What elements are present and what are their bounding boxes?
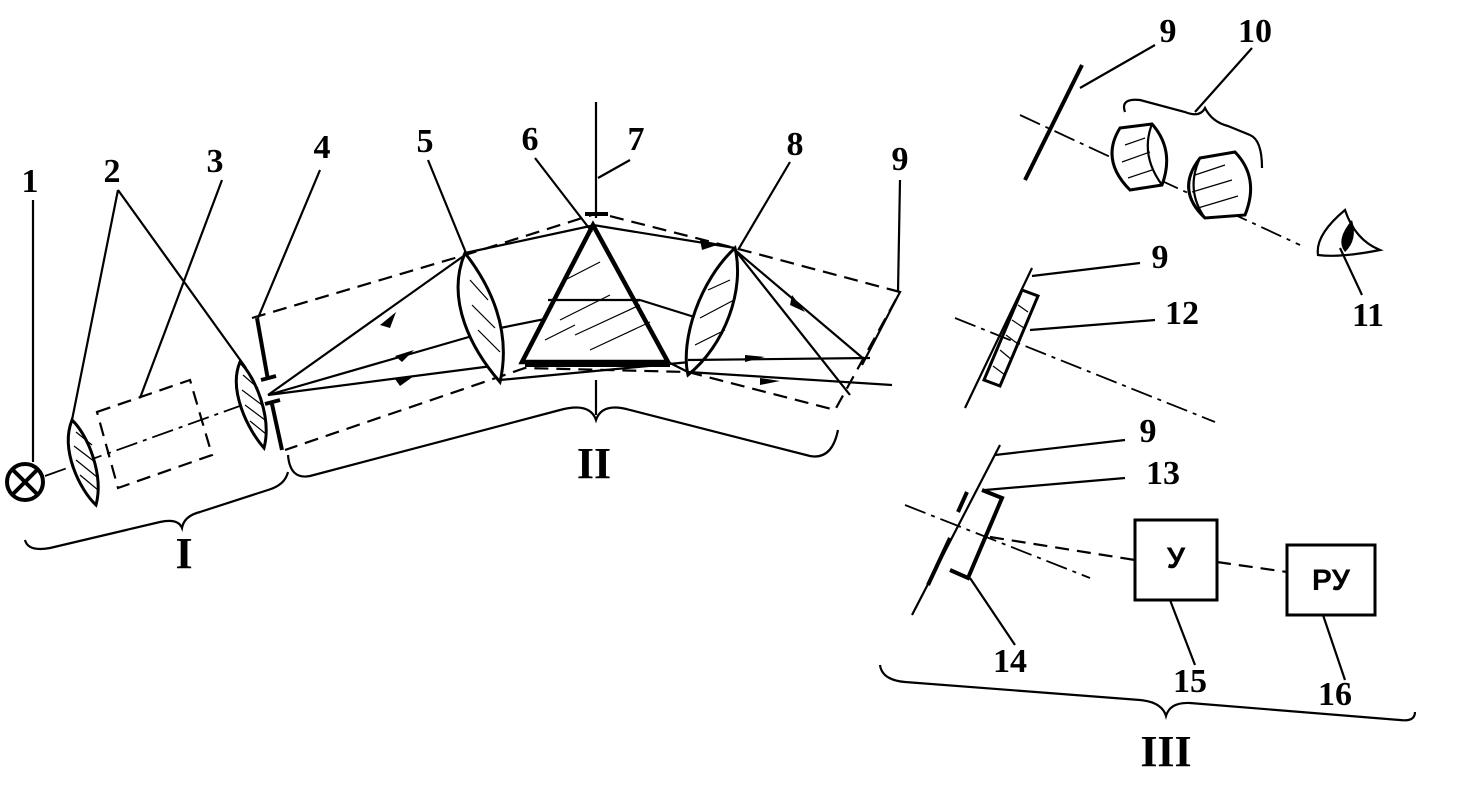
dispersing-prism [518, 220, 672, 365]
label-5: 5 [417, 123, 434, 160]
label-13: 13 [1146, 455, 1180, 492]
light-source-icon [5, 462, 45, 502]
optical-axis-electric [904, 504, 1091, 579]
input-rays [267, 254, 501, 397]
label-1: 1 [22, 163, 39, 200]
output-rays [687, 249, 893, 396]
exit-slit-electric [911, 444, 1001, 616]
amplifier-label: У [1167, 542, 1186, 575]
label-9-electric: 9 [1140, 413, 1157, 450]
group-label-1: I [175, 529, 192, 578]
label-4: 4 [314, 129, 331, 166]
label-12: 12 [1165, 295, 1199, 332]
amplifier-block: У [1133, 518, 1219, 602]
slit-jaw-bottom [926, 537, 952, 586]
slit-jaw-top [956, 491, 969, 513]
label-9-visual: 9 [1160, 13, 1177, 50]
label-9-photo: 9 [1152, 239, 1169, 276]
filter-box [95, 378, 214, 490]
recorder-block: РУ [1285, 543, 1377, 617]
entrance-slit [255, 317, 284, 451]
label-14: 14 [993, 643, 1027, 680]
group-label-2: II [577, 439, 611, 488]
signal-line-1 [989, 535, 1136, 562]
group-brace-3 [878, 664, 1417, 722]
label-8: 8 [787, 126, 804, 163]
condenser-lens-1 [66, 417, 100, 508]
label-10: 10 [1238, 13, 1272, 50]
group-label-3: III [1140, 727, 1191, 776]
group-brace-1 [23, 471, 290, 551]
label-16: 16 [1318, 676, 1352, 713]
photodetector [949, 488, 1005, 581]
label-11: 11 [1352, 297, 1384, 334]
photo-plate [982, 288, 1040, 388]
camera-lens [684, 245, 740, 378]
eyepiece-lens-1 [1110, 122, 1169, 192]
label-15: 15 [1173, 663, 1207, 700]
label-2: 2 [104, 153, 121, 190]
leader-lines [31, 44, 1363, 681]
label-9-monochromator: 9 [892, 141, 909, 178]
condenser-lens-2 [234, 359, 268, 452]
label-6: 6 [522, 121, 539, 158]
signal-line-2 [1216, 560, 1288, 574]
optical-axis-photo [954, 317, 1216, 423]
dispersed-rays [592, 223, 736, 373]
collimator-lens [456, 250, 505, 386]
group-brace-2 [286, 406, 840, 478]
label-3: 3 [207, 143, 224, 180]
eyepiece-lens-2 [1187, 150, 1253, 220]
exit-slit-visual [1023, 64, 1084, 181]
eye-icon [1316, 208, 1384, 257]
eyepiece-brace [1122, 98, 1264, 169]
exit-slit [861, 291, 901, 366]
label-7: 7 [628, 121, 645, 158]
recorder-label: РУ [1312, 564, 1351, 597]
eyepiece [1110, 122, 1253, 220]
